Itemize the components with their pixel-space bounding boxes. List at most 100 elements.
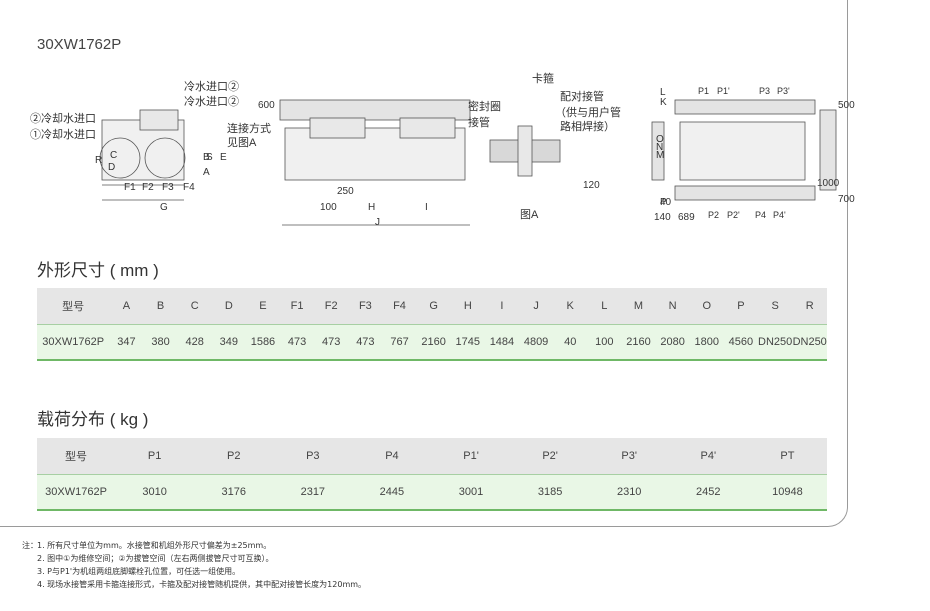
load-cell-4: 2445	[352, 474, 432, 511]
front-view-drawing	[279, 99, 471, 226]
dim-letter-s: S	[206, 152, 213, 163]
dim-num-500: 500	[838, 100, 855, 111]
dim-letter-a: A	[203, 167, 210, 178]
point-p2p: P2'	[727, 210, 740, 220]
dim-header-15: L	[587, 288, 622, 325]
label-supply-2: 路相焊接）	[560, 119, 615, 133]
content-frame	[0, 0, 848, 527]
dim-header-4: D	[211, 288, 246, 325]
dim-letter-b: B	[203, 152, 210, 163]
dim-letter-r: R	[95, 155, 102, 166]
point-p2: P2	[708, 210, 719, 220]
load-table-title: 载荷分布 ( kg )	[37, 410, 149, 429]
note-item: 3. P与P1'为机组两组底脚螺栓孔位置，可任选一组使用。	[37, 567, 241, 576]
dim-header-10: G	[416, 288, 451, 325]
dim-header-17: N	[655, 288, 690, 325]
load-cell-6: 3185	[510, 474, 590, 511]
load-header-1: P1	[115, 438, 195, 475]
notes-label: 注：	[22, 541, 38, 550]
dim-num-140: 140	[654, 212, 671, 223]
detail-a-drawing	[489, 125, 561, 177]
dim-header-5: E	[245, 288, 281, 325]
dim-letter-c: C	[110, 150, 117, 161]
point-p1: P1	[698, 86, 709, 96]
dim-letter-i: I	[425, 202, 428, 213]
dim-cell-15: 100	[587, 324, 622, 361]
dimension-table-title: 外形尺寸 ( mm )	[37, 261, 159, 280]
dim-header-3: C	[177, 288, 212, 325]
dim-cell-12: 1484	[484, 324, 519, 361]
dim-letter-j: J	[375, 217, 380, 228]
dim-letter-g: G	[160, 202, 168, 213]
dim-num-1000: 1000	[817, 178, 840, 189]
dim-header-11: H	[450, 288, 485, 325]
dim-cell-11: 1745	[450, 324, 485, 361]
model-title: 30XW1762P	[37, 36, 122, 53]
dim-header-20: S	[757, 288, 793, 325]
label-see-a: 见图A	[227, 136, 257, 149]
dim-num-689: 689	[678, 212, 695, 223]
dim-letter-e: E	[220, 152, 227, 163]
label-cool-out: 冷水进口②	[184, 95, 239, 108]
note-item: 2. 图中①为维修空间；②为拔管空间（左右两侧拔管尺寸可互换）。	[37, 554, 274, 563]
dim-cell-17: 2080	[655, 324, 690, 361]
load-header-0: 型号	[37, 438, 116, 475]
dim-cell-4: 349	[211, 324, 246, 361]
load-header-5: P1'	[431, 438, 511, 475]
dim-cell-3: 428	[177, 324, 212, 361]
load-cell-8: 2452	[668, 474, 748, 511]
dim-cell-16: 2160	[621, 324, 656, 361]
label-seal: 密封圈	[468, 99, 501, 113]
dim-header-7: F2	[314, 288, 349, 325]
side-view-drawing	[99, 109, 186, 201]
dim-cell-0: 30XW1762P	[37, 324, 110, 361]
dim-cell-21: DN250	[792, 324, 827, 361]
label-conn: 连接方式	[227, 121, 271, 135]
dim-header-16: M	[621, 288, 656, 325]
label-cw-out: ①冷却水进口	[30, 128, 96, 141]
dim-header-9: F4	[382, 288, 417, 325]
dim-num-40: 40	[660, 197, 672, 208]
label-clamp: 卡箍	[532, 71, 554, 85]
dim-letter-f4: F4	[183, 182, 195, 193]
dim-header-21: R	[792, 288, 827, 325]
load-cell-2: 3176	[194, 474, 274, 511]
label-fig-a: 图A	[520, 208, 539, 221]
dim-header-18: O	[689, 288, 724, 325]
point-p3p: P3'	[777, 86, 790, 96]
dim-letter-f3: F3	[162, 182, 174, 193]
dim-letter-k: K	[660, 97, 667, 108]
point-p1p: P1'	[717, 86, 730, 96]
dim-num-700: 700	[838, 194, 855, 205]
dim-letter-f1: F1	[124, 182, 136, 193]
dim-letter-d: D	[108, 162, 115, 173]
load-cell-7: 2310	[589, 474, 669, 511]
note-item: 1. 所有尺寸单位为mm。水接管和机组外形尺寸偏差为±25mm。	[37, 541, 272, 550]
top-view-drawing	[651, 99, 837, 201]
label-supply-1: （供与用户管	[555, 105, 621, 119]
dim-header-2: B	[143, 288, 178, 325]
label-match-pipe: 配对接管	[560, 89, 604, 103]
dim-cell-6: 473	[280, 324, 315, 361]
dim-num-250: 250	[337, 186, 354, 197]
load-cell-3: 2317	[273, 474, 353, 511]
dim-letter-h: H	[368, 202, 375, 213]
dim-cell-20: DN250	[757, 324, 793, 361]
dimension-drawings: 冷水进口② 冷水进口② ②冷却水进口 ①冷却水进口 连接方式 见图A 密封圈 接…	[30, 71, 855, 228]
dim-cell-19: 4560	[723, 324, 758, 361]
dim-cell-5: 1586	[245, 324, 281, 361]
dim-header-13: J	[519, 288, 554, 325]
dim-cell-13: 4809	[519, 324, 554, 361]
dim-letter-l: L	[660, 87, 666, 98]
dim-cell-18: 1800	[689, 324, 724, 361]
point-p3: P3	[759, 86, 770, 96]
label-pipe: 接管	[468, 115, 490, 129]
dim-cell-14: 40	[553, 324, 588, 361]
load-cell-1: 3010	[115, 474, 195, 511]
label-cw-in: ②冷却水进口	[30, 112, 96, 125]
dim-header-6: F1	[280, 288, 315, 325]
note-item: 4. 现场水接管采用卡箍连接形式，卡箍及配对接管随机提供，其中配对接管长度为12…	[37, 580, 367, 589]
dim-header-12: I	[484, 288, 519, 325]
dim-header-19: P	[723, 288, 758, 325]
